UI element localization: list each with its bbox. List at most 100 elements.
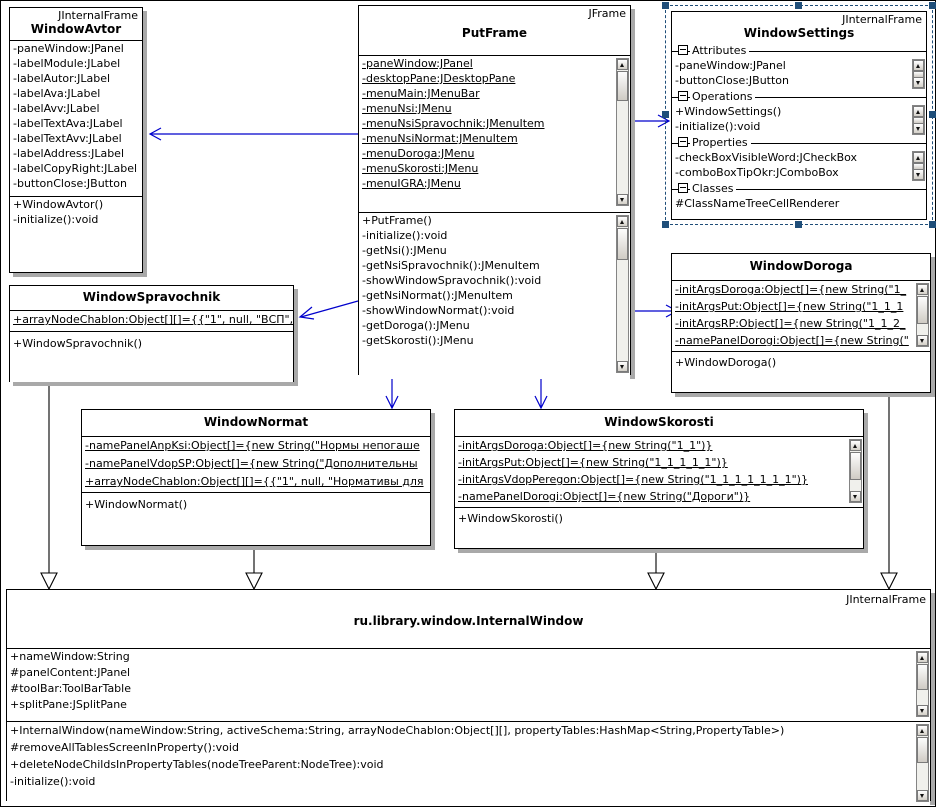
group-attributes[interactable]: Attributes [672,44,926,58]
class-box-windowsettings[interactable]: JInternalFrame WindowSettings Attributes… [671,11,927,220]
class-name: PutFrame [461,26,528,40]
operation-row: +WindowSpravochnik() [13,337,143,350]
class-box-windowskorosti[interactable]: WindowSkorosti -initArgsDoroga:Object[]=… [454,409,864,549]
attributes-compartment[interactable]: -paneWindow:JPanel -labelModule:JLabel -… [10,41,142,197]
operation-row: +deleteNodeChildsInPropertyTables(nodeTr… [10,758,384,771]
scroll-down-icon[interactable] [913,77,924,88]
scroll-up-icon[interactable] [617,216,628,227]
scroll-up-icon[interactable] [913,106,924,117]
operations-compartment[interactable]: +PutFrame() -initialize():void -getNsi()… [359,213,630,379]
scroll-up-icon[interactable] [917,652,928,663]
attribute-row: -menuSkorosti:JMenu [362,162,479,175]
scroll-up-icon[interactable] [913,60,924,71]
collapse-toggle-icon[interactable] [678,183,688,193]
class-name: WindowDoroga [749,259,853,273]
selection-handle-e[interactable] [929,111,936,118]
attributes-compartment[interactable]: -initArgsDoroga:Object[]={new String("1_… [672,281,930,352]
scrollbar-thumb[interactable] [917,737,928,763]
operations-compartment[interactable]: +WindowSkorosti() [455,508,863,538]
class-header: WindowDoroga [672,254,930,281]
collapse-toggle-icon[interactable] [678,137,688,147]
operations-scrollbar[interactable] [912,105,925,135]
class-header: JInternalFrame ru.library.window.Interna… [7,590,930,649]
class-name: WindowAvtor [30,22,122,36]
scroll-up-icon[interactable] [917,284,928,295]
group-label: Classes [690,182,737,195]
scrollbar-thumb[interactable] [850,452,861,480]
operations-scrollbar[interactable] [916,724,929,802]
attributes-compartment[interactable]: -initArgsDoroga:Object[]={new String("1_… [455,437,863,508]
operations-compartment[interactable]: +WindowDoroga() [672,352,930,382]
properties-compartment[interactable]: -checkBoxVisibleWord:JCheckBox -comboBox… [672,150,926,182]
scrollbar-thumb[interactable] [917,296,928,324]
scroll-down-icon[interactable] [617,194,628,205]
collapse-toggle-icon[interactable] [678,91,688,101]
operations-compartment[interactable]: +InternalWindow(nameWindow:String, activ… [7,722,930,806]
operations-compartment[interactable]: +WindowAvtor() -initialize():void [10,197,142,235]
classes-compartment[interactable]: #ClassNameTreeCellRenderer [672,196,926,213]
selection-handle-sw[interactable] [662,221,669,228]
selection-handle-w[interactable] [662,111,669,118]
attribute-row: -namePanelDorogi:Object[]={new String(" [675,334,909,347]
class-box-windownormat[interactable]: WindowNormat -namePanelAnpKsi:Object[]={… [81,409,431,546]
attributes-compartment[interactable]: +nameWindow:String #panelContent:JPanel … [7,649,930,722]
collapse-toggle-icon[interactable] [678,45,688,55]
attributes-scrollbar[interactable] [912,59,925,89]
scroll-down-icon[interactable] [917,790,928,801]
class-header: JInternalFrame WindowSettings [672,12,926,44]
attribute-row: -buttonClose:JButton [675,74,790,87]
group-classes[interactable]: Classes [672,182,926,196]
attributes-scrollbar[interactable] [849,439,862,503]
group-properties[interactable]: Properties [672,136,926,150]
scroll-up-icon[interactable] [850,440,861,451]
scrollbar-thumb[interactable] [917,664,928,690]
class-stereotype: JInternalFrame [842,13,922,26]
attributes-compartment[interactable]: -paneWindow:JPanel -buttonClose:JButton [672,58,926,90]
inner-class-row: #ClassNameTreeCellRenderer [675,197,840,210]
scroll-down-icon[interactable] [917,705,928,716]
operations-scrollbar[interactable] [616,215,629,373]
selection-handle-s[interactable] [795,221,802,228]
class-box-windowspravochnik[interactable]: WindowSpravochnik +arrayNodeChablon:Obje… [9,285,294,382]
scroll-down-icon[interactable] [913,169,924,180]
selection-handle-ne[interactable] [929,2,936,9]
attribute-row: -initArgsRP:Object[]={new String("1_1_2_ [675,317,906,330]
attributes-scrollbar[interactable] [616,58,629,206]
selection-handle-se[interactable] [929,221,936,228]
selection-handle-n[interactable] [795,2,802,9]
attributes-compartment[interactable]: -paneWindow:JPanel -desktopPane:JDesktop… [359,56,630,213]
scrollbar-thumb[interactable] [617,71,628,101]
attribute-row: -labelCopyRight:JLabel [13,162,138,175]
operations-compartment[interactable]: +WindowSettings() -initialize():void [672,104,926,136]
attribute-row: -initArgsDoroga:Object[]={new String("1_ [675,283,907,296]
selection-handle-nw[interactable] [662,2,669,9]
attributes-compartment[interactable]: -namePanelAnpKsi:Object[]={new String("Н… [82,437,430,493]
scroll-down-icon[interactable] [850,491,861,502]
scroll-up-icon[interactable] [913,152,924,163]
scroll-up-icon[interactable] [617,59,628,70]
class-box-windowavtor[interactable]: JInternalFrame WindowAvtor -paneWindow:J… [9,7,143,273]
group-label: Attributes [690,44,750,57]
attributes-scrollbar[interactable] [916,283,929,347]
class-box-putframe[interactable]: JFrame PutFrame -paneWindow:JPanel -desk… [358,5,631,379]
scroll-up-icon[interactable] [917,725,928,736]
scroll-down-icon[interactable] [917,335,928,346]
scroll-down-icon[interactable] [617,361,628,372]
class-box-windowdoroga[interactable]: WindowDoroga -initArgsDoroga:Object[]={n… [671,253,931,393]
class-header: WindowSpravochnik [10,286,293,311]
operation-row: -getNsiNormat():JMenuItem [362,289,513,302]
operation-row: +WindowNormat() [85,498,188,511]
operations-compartment[interactable]: +WindowSpravochnik() [10,332,293,382]
operations-compartment[interactable]: +WindowNormat() [82,493,430,538]
attributes-compartment[interactable]: +arrayNodeChablon:Object[][]={{"1", null… [10,311,293,332]
group-rule [672,51,926,52]
attribute-row: -labelAvv:JLabel [13,102,100,115]
scroll-down-icon[interactable] [913,123,924,134]
operation-row: -getSkorosti():JMenu [362,334,474,347]
attributes-scrollbar[interactable] [916,651,929,717]
scrollbar-thumb[interactable] [617,228,628,260]
group-operations[interactable]: Operations [672,90,926,104]
class-box-internalwindow[interactable]: JInternalFrame ru.library.window.Interna… [6,589,931,806]
properties-scrollbar[interactable] [912,151,925,181]
